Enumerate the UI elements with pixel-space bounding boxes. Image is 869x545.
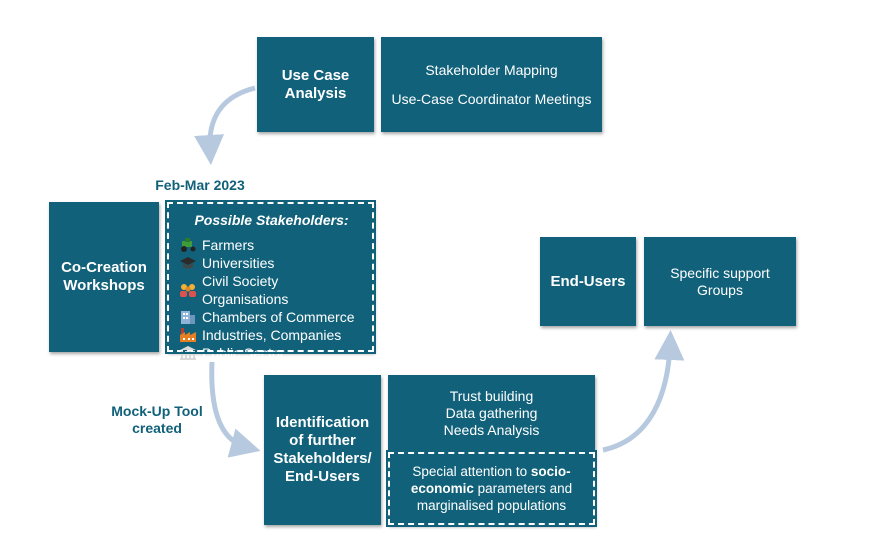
special-prefix: Special attention to (412, 464, 531, 479)
stakeholder-item: Industries, Companies (179, 326, 364, 344)
identification-line1: Identification (275, 414, 370, 431)
support-groups-line1: Specific support (670, 264, 770, 281)
use-case-title-line2: Analysis (284, 84, 347, 102)
support-groups-box: Specific support Groups (644, 237, 796, 326)
stakeholder-label: Civil Society Organisations (202, 273, 289, 307)
stakeholders-heading: Possible Stakeholders: (194, 212, 349, 228)
co-creation-title-line1: Co-Creation (61, 259, 147, 276)
support-groups-line2: Groups (697, 281, 743, 298)
possible-stakeholders-box: Possible Stakeholders: Farmers Universit… (165, 200, 376, 361)
mockup-tool-label: Mock-Up Tool created (95, 403, 219, 437)
arrow-usecase-to-cocreation (194, 85, 256, 165)
identification-box: Identification of further Stakeholders/ … (264, 375, 381, 525)
tractor-icon (179, 238, 197, 252)
end-users-title: End-Users (550, 272, 626, 290)
identification-details-box: Trust building Data gathering Needs Anal… (388, 375, 595, 451)
factory-icon (179, 328, 197, 342)
graduation-cap-icon (179, 256, 197, 270)
stakeholder-label: Industries, Companies (202, 327, 342, 343)
identification-line2: of further (289, 432, 356, 449)
stakeholder-label: Public Sector (202, 345, 285, 361)
stakeholder-item: Public Sector (179, 344, 364, 362)
stakeholder-item: Universities (179, 254, 364, 272)
mockup-label-line1: Mock-Up Tool (111, 403, 203, 419)
stakeholder-label: Chambers of Commerce (202, 309, 355, 325)
arrow-identification-to-endusers (602, 330, 685, 453)
detail-trust-building: Trust building (449, 387, 534, 404)
special-line2: economic parameters and (411, 480, 572, 497)
stakeholder-label: Farmers (202, 237, 255, 253)
detail-coordinator-meetings: Use-Case Coordinator Meetings (391, 90, 592, 107)
office-building-icon (179, 310, 197, 324)
special-bold-socio: socio- (530, 464, 571, 479)
people-group-icon (179, 283, 197, 297)
mockup-label-line2: created (132, 420, 182, 436)
co-creation-workshops-box: Co-Creation Workshops (49, 202, 159, 352)
use-case-details-box: Stakeholder Mapping Use-Case Coordinator… (381, 37, 602, 132)
special-bold-economic: economic (410, 481, 474, 496)
arrow-cocreation-to-identification (209, 361, 261, 458)
detail-stakeholder-mapping: Stakeholder Mapping (425, 61, 558, 78)
special-attention-box: Special attention to socio- economic par… (386, 450, 597, 527)
use-case-analysis-box: Use Case Analysis (257, 37, 374, 132)
end-users-box: End-Users (540, 237, 636, 326)
identification-line4: End-Users (284, 468, 361, 485)
detail-data-gathering: Data gathering (445, 404, 538, 421)
identification-line3: Stakeholders/ (273, 450, 372, 467)
stakeholder-item: Chambers of Commerce (179, 308, 364, 326)
detail-needs-analysis: Needs Analysis (443, 421, 540, 438)
date-label: Feb-Mar 2023 (155, 177, 245, 193)
use-case-title-line1: Use Case (281, 66, 350, 84)
stakeholder-item: Farmers (179, 236, 364, 254)
special-line3: marginalised populations (416, 498, 567, 513)
stakeholder-label: Universities (202, 255, 275, 271)
stakeholder-item: Civil Society Organisations (179, 272, 364, 308)
public-building-icon (179, 346, 197, 360)
special-rest: parameters and (473, 481, 573, 496)
special-line1: Special attention to socio- (412, 463, 570, 480)
co-creation-title-line2: Workshops (63, 277, 145, 294)
